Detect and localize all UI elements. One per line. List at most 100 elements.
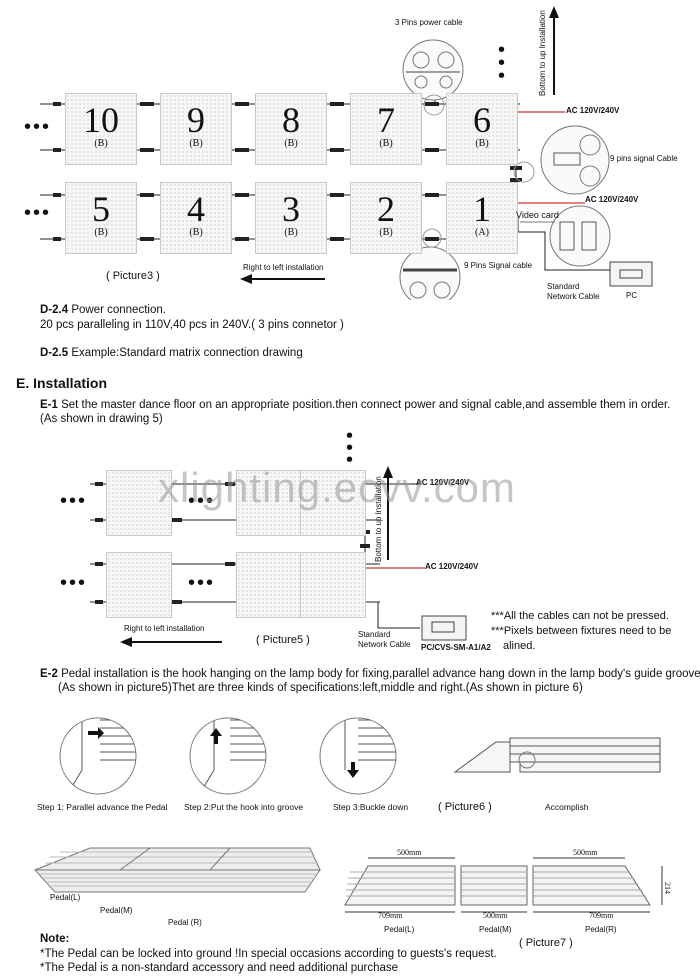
d25-heading: D-2.5 Example:Standard matrix connection… [40, 346, 303, 360]
ellipsis-dots: ••• [188, 572, 216, 594]
panel-1: 1 (A) [446, 182, 518, 254]
panel [300, 552, 366, 618]
panel-number: 6 [473, 100, 491, 140]
panel-type: (B) [475, 138, 489, 149]
panel [106, 470, 172, 536]
e1-text-2: (As shown in drawing 5) [40, 413, 163, 425]
note-line-1: *The Pedal can be locked into ground !In… [40, 948, 497, 960]
panel-7: 7 (B) [350, 93, 422, 165]
e2-text-2: (As shown in picture5)Thet are three kin… [58, 682, 583, 694]
step1-label: Step 1: Parallel advance the Pedal [37, 802, 168, 812]
pedal-m-label: Pedal(M) [479, 925, 512, 934]
panel-number: 8 [282, 100, 300, 140]
watermark: xlighting.ecvv.com [158, 464, 517, 511]
pedal-r-label: Pedal(R) [585, 925, 617, 934]
dim-500-left: 500mm [397, 848, 422, 857]
note-pixels-cont: alined. [503, 640, 536, 652]
note-pixels: ***Pixels between fixtures need to be [491, 625, 672, 637]
panel-type: (B) [379, 227, 393, 238]
panel-type: (B) [189, 227, 203, 238]
step2-label: Step 2:Put the hook into groove [184, 802, 304, 812]
pc-label: PC [626, 291, 638, 300]
panel-type: (B) [94, 227, 108, 238]
panel-9: 9 (B) [160, 93, 232, 165]
panel-type: (B) [94, 138, 108, 149]
e2-paragraph: E-2 Pedal installation is the hook hangi… [40, 667, 700, 681]
step3-label: Step 3:Buckle down [333, 802, 409, 812]
note-line-2: *The Pedal is a non-standard accessory a… [40, 962, 399, 974]
dim-500-right: 500mm [573, 848, 598, 857]
picture7-caption: ( Picture7 ) [519, 937, 573, 949]
power-cable-label: 3 Pins power cable [395, 18, 463, 27]
e1-label: E-1 [40, 399, 58, 411]
panel-type: (A) [475, 227, 489, 238]
signal-cable-label: 9 Pins Signal cable [464, 261, 533, 270]
ac-label: AC 120V/240V [425, 562, 479, 571]
d24-label: D-2.4 [40, 304, 69, 316]
panel-number: 7 [377, 100, 395, 140]
video-card-label: Video card [516, 210, 559, 220]
d25-label: D-2.5 [40, 347, 69, 359]
dim-709-right: 709mm [589, 911, 614, 920]
ellipsis-dots: ••• [24, 116, 52, 138]
picture6-caption: ( Picture6 ) [438, 801, 492, 813]
panel-number: 2 [377, 189, 395, 229]
picture3-caption: ( Picture3 ) [106, 270, 160, 282]
panel-6: 6 (B) [446, 93, 518, 165]
pedal-l-label: Pedal(L) [50, 893, 81, 902]
panel-type: (B) [284, 138, 298, 149]
e2-label: E-2 [40, 668, 58, 680]
panel-8: 8 (B) [255, 93, 327, 165]
panel-10: 10 (B) [65, 93, 137, 165]
e1-text: Set the master dance floor on an appropr… [57, 399, 671, 411]
d25-title: Example:Standard matrix connection drawi… [68, 347, 303, 359]
ellipsis-dots: ••• [188, 490, 216, 512]
panel [236, 470, 302, 536]
note-cables: ***All the cables can not be pressed. [491, 610, 669, 622]
panel [236, 552, 302, 618]
ellipsis-dots: ••• [24, 202, 52, 224]
note-heading: Note: [40, 933, 70, 945]
network-cable-label: Standard Network Cable [547, 282, 600, 301]
ellipsis-dots-vertical: ••• [346, 425, 354, 471]
panel-number: 1 [473, 189, 491, 229]
panel-5: 5 (B) [65, 182, 137, 254]
ellipsis-dots: ••• [60, 572, 88, 594]
e2-text: Pedal installation is the hook hanging o… [57, 668, 700, 680]
right-to-left-label: Right to left installation [124, 624, 205, 633]
ac-label: AC 120V/240V [585, 195, 639, 204]
panel-number: 5 [92, 189, 110, 229]
ellipsis-dots-vertical: ••• [498, 39, 506, 87]
d24-heading: D-2.4 Power connection. [40, 303, 166, 317]
panel-number: 10 [83, 100, 119, 140]
panel-number: 9 [187, 100, 205, 140]
ac-label: AC 120V/240V [416, 478, 470, 487]
picture5-caption: ( Picture5 ) [256, 634, 310, 646]
pedal-l-label: Pedal(L) [384, 925, 415, 934]
ellipsis-dots: ••• [60, 490, 88, 512]
network-cable-label: Standard Network Cable [358, 630, 411, 649]
panel-2: 2 (B) [350, 182, 422, 254]
panel-number: 4 [187, 189, 205, 229]
e1-paragraph: E-1 Set the master dance floor on an app… [40, 398, 690, 412]
section-e-heading: E. Installation [16, 375, 108, 391]
panel-type: (B) [284, 227, 298, 238]
pedal-m-label: Pedal(M) [100, 906, 133, 915]
right-to-left-label: Right to left installation [243, 263, 324, 272]
accomplish-label: Accomplish [545, 802, 589, 812]
signal-cable-label: 9 pins signal Cable [610, 154, 678, 163]
panel-3: 3 (B) [255, 182, 327, 254]
pc-label: PC/CVS-SM-A1/A2 [421, 643, 491, 652]
panel-type: (B) [379, 138, 393, 149]
d24-body: 20 pcs paralleling in 110V,40 pcs in 240… [40, 319, 344, 331]
panel-4: 4 (B) [160, 182, 232, 254]
dim-500-mid: 500mm [483, 911, 508, 920]
dim-709-left: 709mm [378, 911, 403, 920]
panel [106, 552, 172, 618]
pedal-r-label: Pedal (R) [168, 918, 202, 927]
d24-title: Power connection. [68, 304, 166, 316]
panel [300, 470, 366, 536]
dim-214: 214 [663, 882, 672, 894]
